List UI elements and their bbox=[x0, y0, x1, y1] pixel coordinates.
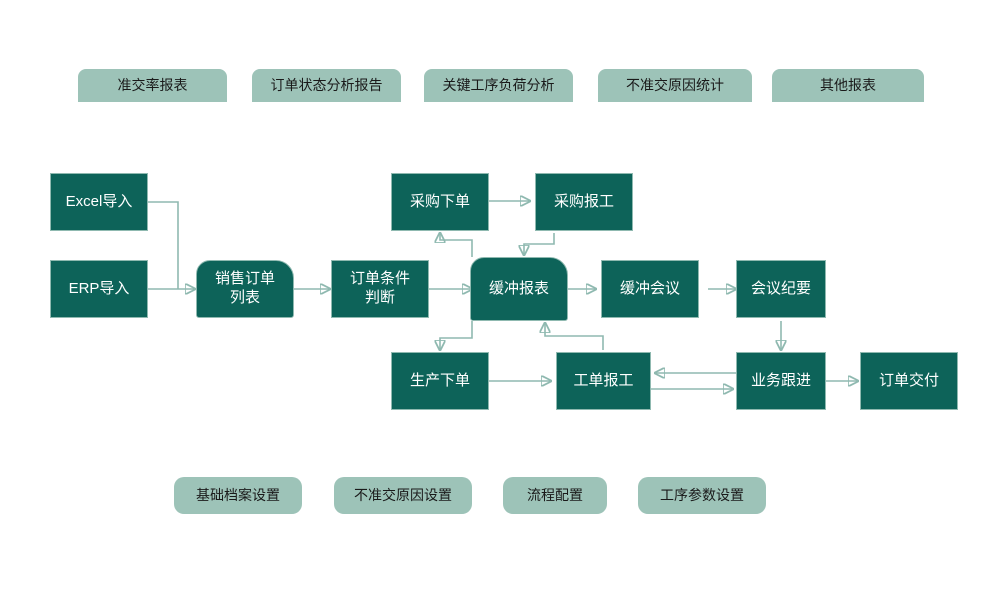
node-excel-import[interactable]: Excel导入 bbox=[50, 173, 148, 231]
report-chip-on-time-rate[interactable]: 准交率报表 bbox=[78, 69, 227, 102]
setting-chip-process-params[interactable]: 工序参数设置 bbox=[638, 477, 766, 514]
node-business-followup[interactable]: 业务跟进 bbox=[736, 352, 826, 410]
node-meeting-minutes[interactable]: 会议纪要 bbox=[736, 260, 826, 318]
setting-chip-basic-archive[interactable]: 基础档案设置 bbox=[174, 477, 302, 514]
report-chip-other-reports[interactable]: 其他报表 bbox=[772, 69, 924, 102]
node-order-delivery[interactable]: 订单交付 bbox=[860, 352, 958, 410]
node-work-order-report[interactable]: 工单报工 bbox=[556, 352, 651, 410]
wire-purchrep-to-buffer bbox=[524, 233, 555, 255]
report-chip-order-status-analysis[interactable]: 订单状态分析报告 bbox=[252, 69, 401, 102]
report-chip-key-process-load[interactable]: 关键工序负荷分析 bbox=[424, 69, 573, 102]
node-order-condition-judgement[interactable]: 订单条件 判断 bbox=[331, 260, 429, 318]
wire-workrep-to-buffer bbox=[545, 323, 604, 350]
setting-chip-late-reason[interactable]: 不准交原因设置 bbox=[334, 477, 472, 514]
node-sales-order-list[interactable]: 销售订单 列表 bbox=[196, 260, 294, 318]
node-buffer-report[interactable]: 缓冲报表 bbox=[470, 257, 568, 321]
wire-buffer-to-prodorder bbox=[440, 321, 473, 350]
wire-buffer-to-purchase bbox=[440, 233, 473, 257]
node-purchase-report[interactable]: 采购报工 bbox=[535, 173, 633, 231]
setting-chip-process-config[interactable]: 流程配置 bbox=[503, 477, 607, 514]
report-chip-late-delivery-reason[interactable]: 不准交原因统计 bbox=[598, 69, 752, 102]
node-purchase-order[interactable]: 采购下单 bbox=[391, 173, 489, 231]
node-erp-import[interactable]: ERP导入 bbox=[50, 260, 148, 318]
node-buffer-meeting[interactable]: 缓冲会议 bbox=[601, 260, 699, 318]
node-production-order[interactable]: 生产下单 bbox=[391, 352, 489, 410]
wire-excel-to-salesorder bbox=[148, 201, 179, 289]
